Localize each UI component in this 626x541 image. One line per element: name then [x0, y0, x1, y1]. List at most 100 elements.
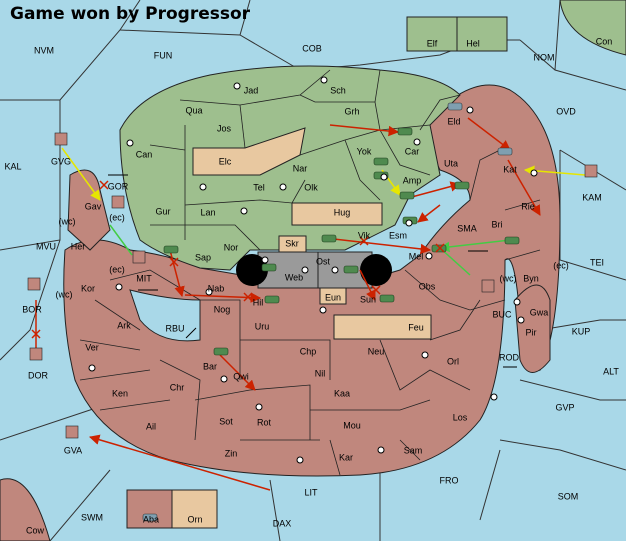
- unit-gvg[interactable]: [54, 132, 68, 146]
- label-olk: Olk: [304, 182, 318, 192]
- unit-sma[interactable]: [504, 236, 520, 245]
- label-sch: Sch: [330, 85, 346, 95]
- label-kar: Kar: [339, 452, 353, 462]
- label-ken: Ken: [112, 388, 128, 398]
- label-mou: Mou: [343, 420, 361, 430]
- label-nab: Nab: [208, 283, 225, 293]
- label-buc: BUC: [492, 309, 512, 319]
- label-elc: Elc: [219, 156, 232, 166]
- label-cob: COB: [302, 43, 322, 53]
- label-yok: Yok: [357, 146, 372, 156]
- labels: FUN COB NOM NVM Con Elf Hel OVD KAL KAM …: [4, 36, 619, 535]
- label-gur: Gur: [155, 206, 170, 216]
- label-can: Can: [136, 149, 153, 159]
- label-mel: Mel: [409, 251, 424, 261]
- label-kat: Kat: [503, 164, 517, 174]
- unit-gva[interactable]: [65, 425, 79, 439]
- province-borders: [79, 69, 541, 476]
- unit-sun[interactable]: [379, 294, 395, 303]
- label-mvu: MVU: [36, 241, 56, 251]
- label-zin: Zin: [225, 448, 238, 458]
- label-bar: Bar: [203, 361, 217, 371]
- label-kor: Kor: [81, 283, 95, 293]
- label-ec-3: (ec): [109, 212, 125, 222]
- label-eld: Eld: [447, 116, 460, 126]
- unit-bar[interactable]: [213, 347, 229, 356]
- label-qwi: Qwi: [233, 371, 249, 381]
- label-pir: Pir: [526, 327, 537, 337]
- label-ec-2: (ec): [553, 260, 569, 270]
- label-gva: GVA: [64, 445, 82, 455]
- unit-amp[interactable]: [399, 191, 415, 200]
- unit-gor[interactable]: [111, 195, 125, 209]
- unit-yok[interactable]: [373, 157, 389, 166]
- fleet-kat[interactable]: [497, 147, 513, 156]
- label-kaa: Kaa: [334, 388, 350, 398]
- label-orl: Orl: [447, 356, 459, 366]
- fleet-aba[interactable]: [142, 513, 158, 522]
- label-dax: DAX: [273, 518, 292, 528]
- label-gor: GOR: [108, 181, 129, 191]
- label-mit: MIT: [136, 273, 152, 283]
- label-tei: TEI: [590, 257, 604, 267]
- label-lit: LIT: [304, 487, 318, 497]
- label-gav: Gav: [85, 201, 102, 211]
- unit-buc[interactable]: [481, 279, 495, 293]
- label-feu: Feu: [408, 322, 424, 332]
- label-hug: Hug: [334, 207, 351, 217]
- unit-uta[interactable]: [454, 181, 470, 190]
- label-kal: KAL: [4, 161, 21, 171]
- label-rie: Rie: [521, 201, 535, 211]
- label-fun: FUN: [154, 50, 173, 60]
- label-sma: SMA: [457, 223, 477, 233]
- label-ovd: OVD: [556, 106, 576, 116]
- connection-arrows: [108, 174, 517, 368]
- fleet-eld[interactable]: [447, 102, 463, 111]
- unit-mvu[interactable]: [132, 250, 146, 264]
- fleets: [142, 102, 513, 522]
- label-skr: Skr: [285, 238, 299, 248]
- label-alt: ALT: [603, 366, 619, 376]
- label-obs: Obs: [419, 281, 436, 291]
- unit-sap[interactable]: [163, 245, 179, 254]
- label-hil: Hil: [253, 297, 264, 307]
- label-wc-2: (wc): [56, 289, 73, 299]
- label-nom: NOM: [534, 52, 555, 62]
- label-rod: ROD: [499, 352, 520, 362]
- units: [163, 127, 520, 356]
- label-ail: Ail: [146, 421, 156, 431]
- game-title: Game won by Progressor: [10, 4, 251, 24]
- unit-bor[interactable]: [27, 277, 41, 291]
- label-esm: Esm: [389, 230, 407, 240]
- label-chr: Chr: [170, 382, 185, 392]
- hug-region: [291, 202, 383, 226]
- label-bri: Bri: [492, 219, 503, 229]
- label-los: Los: [453, 412, 468, 422]
- label-nor: Nor: [224, 242, 239, 252]
- unit-kam[interactable]: [584, 164, 598, 178]
- label-qua: Qua: [185, 105, 202, 115]
- label-jos: Jos: [217, 123, 232, 133]
- unit-hil[interactable]: [264, 295, 280, 304]
- unit-ost[interactable]: [343, 265, 359, 274]
- failed-orders: [31, 180, 445, 339]
- unit-grh[interactable]: [397, 127, 413, 136]
- label-nvm: NVM: [34, 45, 54, 55]
- unit-dor[interactable]: [29, 347, 43, 361]
- con-territory: [559, 0, 626, 56]
- label-orn: Orn: [187, 514, 202, 524]
- label-nog: Nog: [214, 304, 231, 314]
- label-nar: Nar: [293, 163, 308, 173]
- label-web: Web: [285, 272, 303, 282]
- label-swm: SWM: [81, 512, 103, 522]
- label-kam: KAM: [582, 192, 602, 202]
- label-vik: Vik: [358, 230, 371, 240]
- supply-centers: [88, 76, 538, 464]
- label-dor: DOR: [28, 370, 49, 380]
- unit-web[interactable]: [261, 263, 277, 272]
- unit-vik[interactable]: [321, 234, 337, 243]
- sea-units: [27, 132, 598, 439]
- label-wc-1: (wc): [59, 216, 76, 226]
